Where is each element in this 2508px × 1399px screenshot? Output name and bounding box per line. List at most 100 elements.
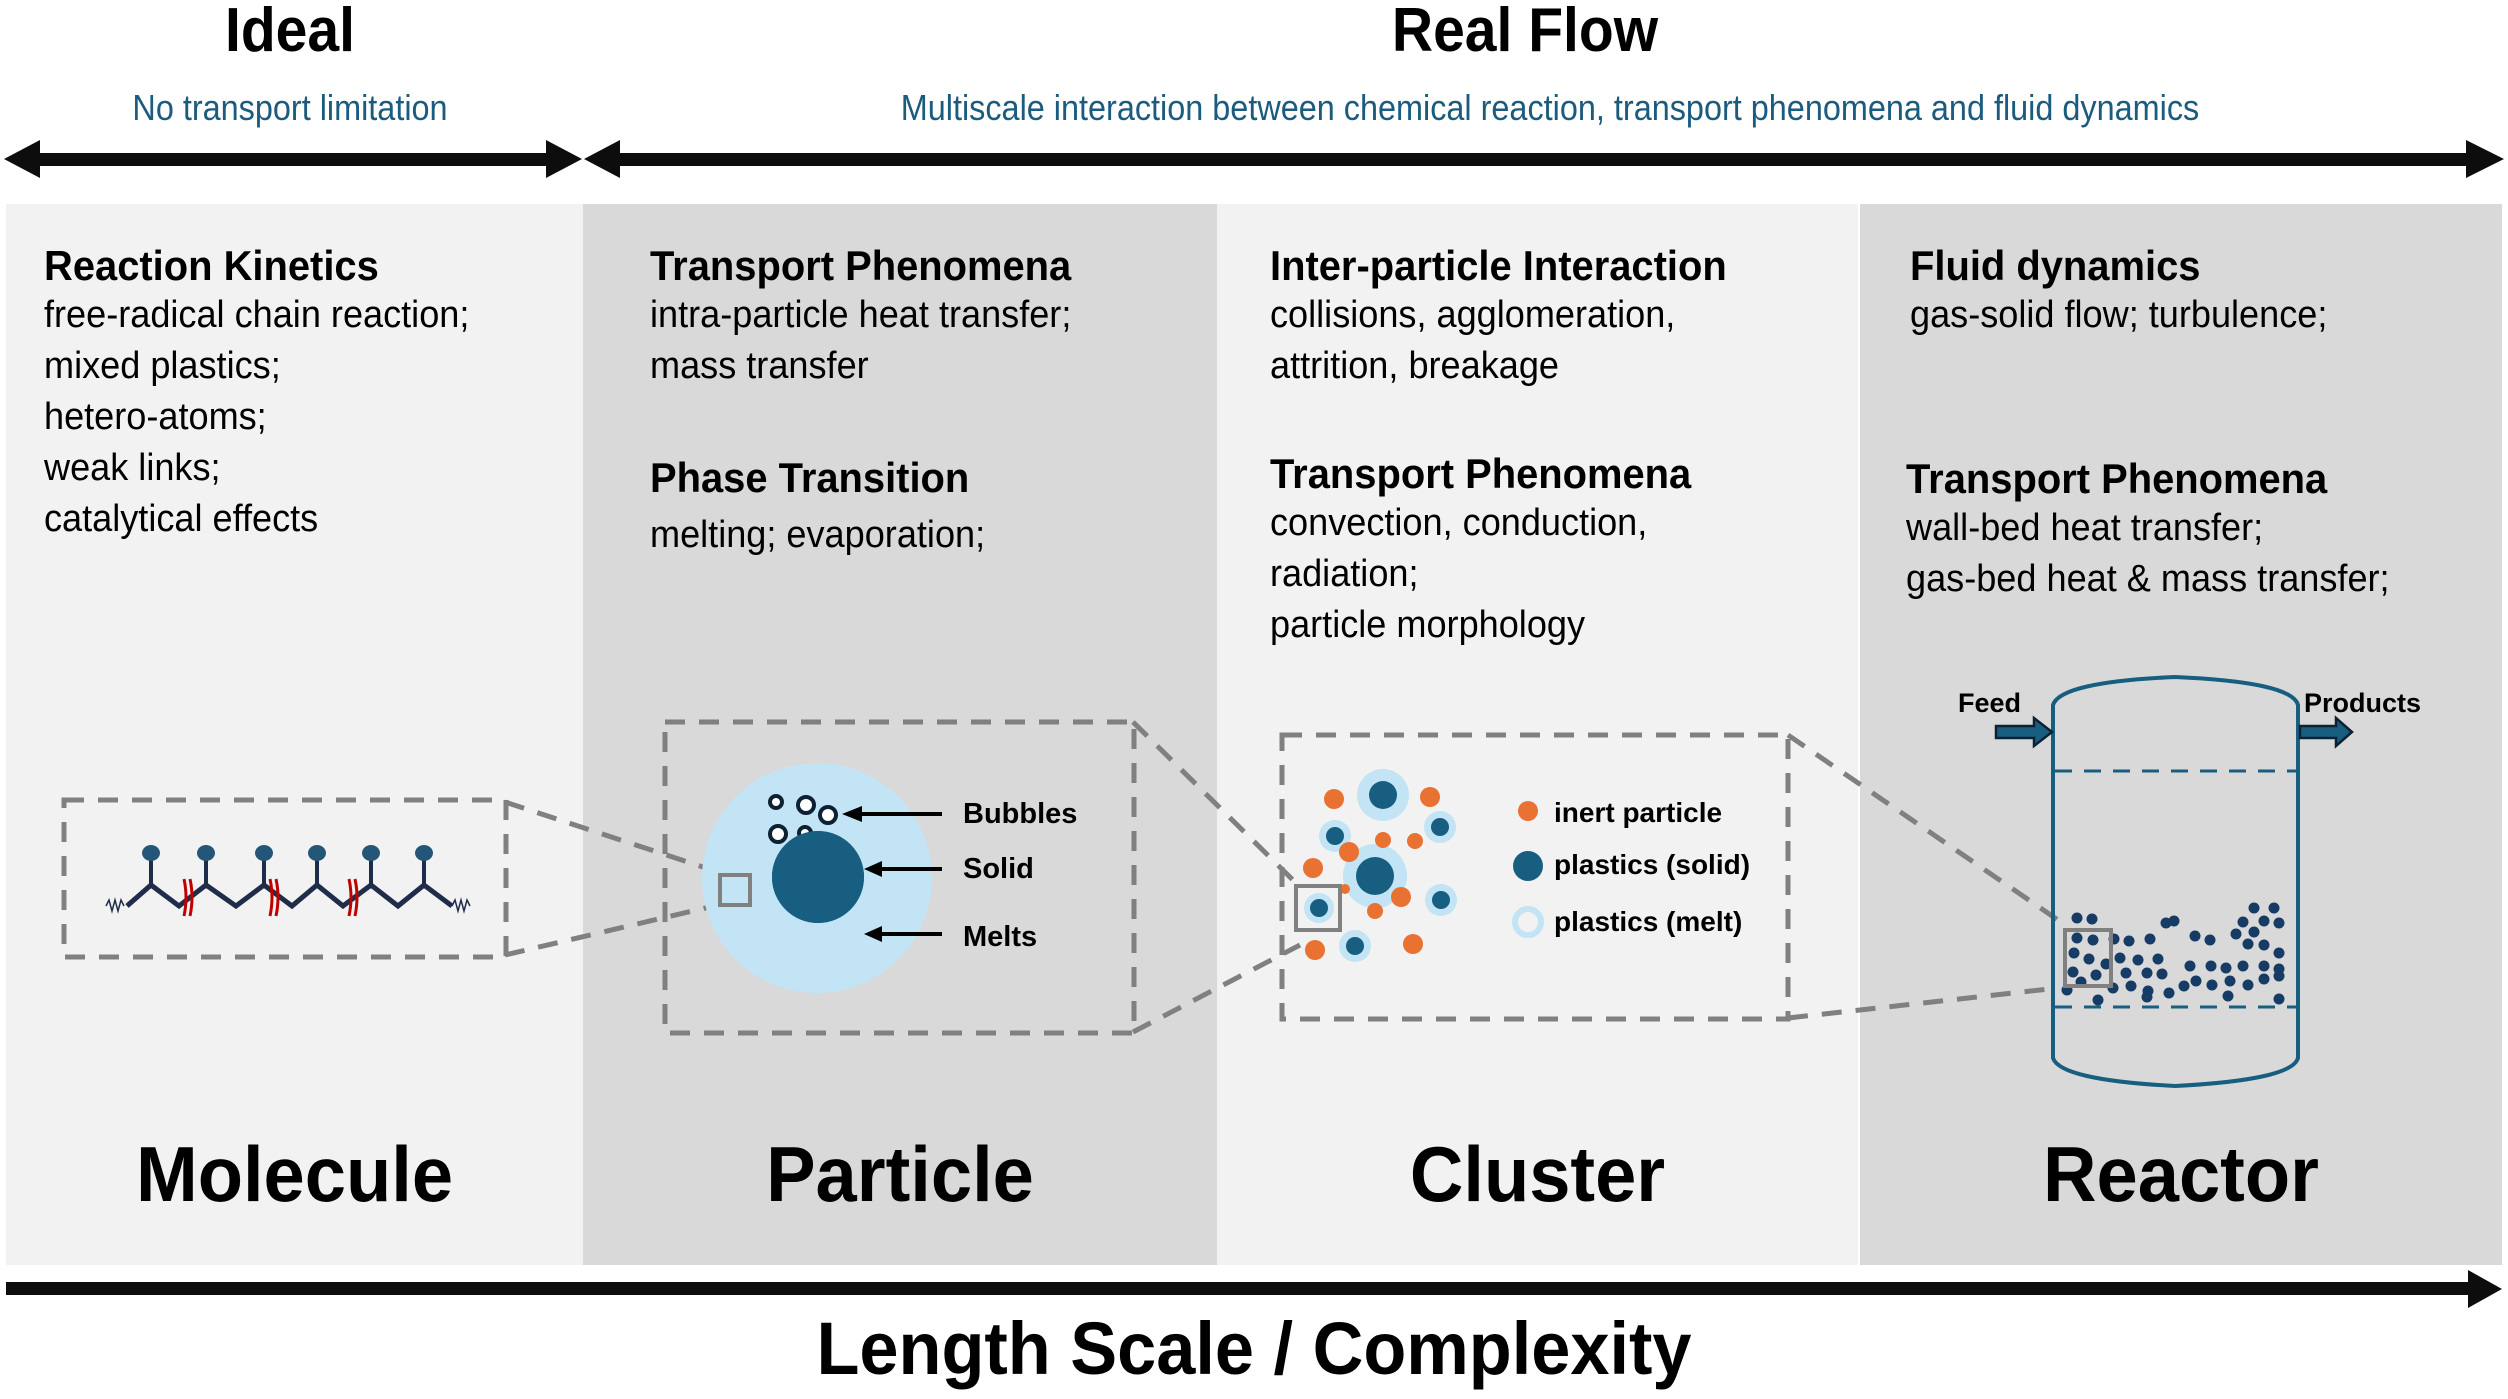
panel-molecule — [6, 204, 583, 1265]
section-line: wall-bed heat transfer; — [1906, 507, 2264, 550]
panel-particle — [583, 204, 1217, 1265]
side-group-atom — [362, 845, 380, 861]
polymer-chain — [105, 845, 471, 917]
bed-particle — [2237, 960, 2249, 972]
bed-particles — [2061, 902, 2285, 1006]
section-line: radiation; — [1270, 553, 1419, 596]
zoom-connectors — [504, 720, 2060, 1035]
bed-particle — [2090, 969, 2102, 981]
inert-particle — [1403, 934, 1423, 954]
bed-particle — [2144, 933, 2156, 945]
chain-backbone — [125, 881, 454, 910]
plastic-solid-core — [1310, 899, 1328, 917]
plastic-solid-core — [1346, 937, 1364, 955]
bed-particle — [2125, 980, 2137, 992]
bed-particle — [2273, 970, 2285, 982]
label-products: Products — [2304, 688, 2421, 718]
bed-particle — [2237, 916, 2249, 928]
section-line: hetero-atoms; — [44, 396, 267, 439]
side-group-atom — [255, 845, 273, 861]
reactor-section-transport: Transport Phenomena wall-bed heat transf… — [1906, 455, 2415, 605]
plastic-solid-core — [1432, 891, 1450, 909]
scale-label-particle: Particle — [766, 1130, 1034, 1218]
bed-particle — [2071, 932, 2083, 944]
solid-core-cover — [772, 831, 864, 923]
ideal-subtitle: No transport limitation — [132, 87, 448, 128]
chain-end-right — [451, 897, 471, 914]
bed-particle — [2100, 958, 2112, 970]
connector-molecule-particle-top — [504, 799, 713, 873]
bed-particle — [2123, 935, 2135, 947]
bed-particle — [2178, 980, 2190, 992]
products-arrow — [2298, 715, 2354, 749]
particle-section-phase-transition: Phase Transition melting; evaporation; — [650, 454, 1003, 561]
axis-label: Length Scale / Complexity — [816, 1307, 1692, 1390]
bed-particle — [2273, 947, 2285, 959]
section-line: convection, conduction, — [1270, 502, 1648, 545]
section-line: mass transfer — [650, 345, 869, 388]
bed-particle — [2230, 928, 2242, 940]
real-flow-range-arrow — [584, 140, 2504, 178]
bond-break-icon — [353, 878, 359, 917]
scale-label-molecule: Molecule — [135, 1130, 454, 1218]
label-feed: Feed — [1958, 688, 2021, 718]
bed-particle — [2132, 954, 2144, 966]
bed-particle — [2160, 917, 2172, 929]
bond-break-icon — [274, 878, 280, 917]
particle-zoom-marker — [718, 873, 752, 907]
bond-break-icon — [268, 878, 274, 917]
bed-particle — [2268, 902, 2280, 914]
bed-particle — [2092, 994, 2104, 1006]
inert-particle — [1420, 787, 1440, 807]
plastic-solid-core — [1369, 781, 1397, 809]
legend-inert-label: inert particle — [1554, 797, 1722, 828]
bed-particle — [2184, 960, 2196, 972]
particle-illustration: Bubbles Solid Melts — [702, 763, 1077, 993]
cluster-legend: inert particle plastics (solid) plastics… — [1512, 797, 1750, 938]
section-line: intra-particle heat transfer; — [650, 294, 1072, 337]
cluster-zoom-marker — [1294, 884, 1342, 932]
section-line: particle morphology — [1270, 604, 1586, 647]
bond-break-icon — [182, 878, 188, 917]
bed-particle — [2152, 953, 2164, 965]
section-title: Phase Transition — [650, 454, 970, 501]
section-line: attrition, breakage — [1270, 345, 1559, 388]
legend-solid-swatch — [1513, 851, 1543, 881]
bed-particle — [2258, 939, 2270, 951]
ideal-title: Ideal — [224, 0, 355, 65]
section-title: Transport Phenomena — [650, 242, 1072, 289]
arrow-head — [864, 861, 882, 877]
reactor-zoom-marker — [2063, 928, 2113, 988]
cluster-section-interaction: Inter-particle Interaction collisions, a… — [1270, 242, 1751, 392]
inert-particle — [1407, 833, 1423, 849]
reactor-vessel — [2051, 674, 2300, 1089]
section-title: Transport Phenomena — [1270, 450, 1692, 497]
section-line: weak links; — [44, 447, 221, 490]
connector-particle-cluster-bottom — [1131, 942, 1302, 1035]
chain-end-left — [105, 897, 125, 914]
bed-particle — [2114, 952, 2126, 964]
side-group-atom — [197, 845, 215, 861]
bed-particle — [2120, 967, 2132, 979]
bond-break-icon — [188, 878, 194, 917]
bed-particle — [2086, 913, 2098, 925]
bed-particle — [2156, 968, 2168, 980]
bed-particle — [2258, 973, 2270, 985]
side-group-atom — [142, 845, 160, 861]
bubble — [768, 824, 788, 844]
bubble — [796, 795, 816, 815]
connector-cluster-reactor-top — [1786, 732, 2060, 923]
bed-particle — [2204, 934, 2216, 946]
inert-particle — [1324, 789, 1344, 809]
cluster-particles — [1303, 769, 1457, 962]
section-title: Inter-particle Interaction — [1270, 242, 1727, 289]
inert-particle — [1391, 887, 1411, 907]
inert-particle — [1339, 842, 1359, 862]
scale-label-cluster: Cluster — [1409, 1130, 1666, 1218]
arrow-head — [864, 926, 882, 942]
side-group-atom — [415, 845, 433, 861]
legend-solid-label: plastics (solid) — [1554, 849, 1750, 880]
inert-particle — [1305, 940, 1325, 960]
label-bubbles: Bubbles — [963, 798, 1077, 830]
